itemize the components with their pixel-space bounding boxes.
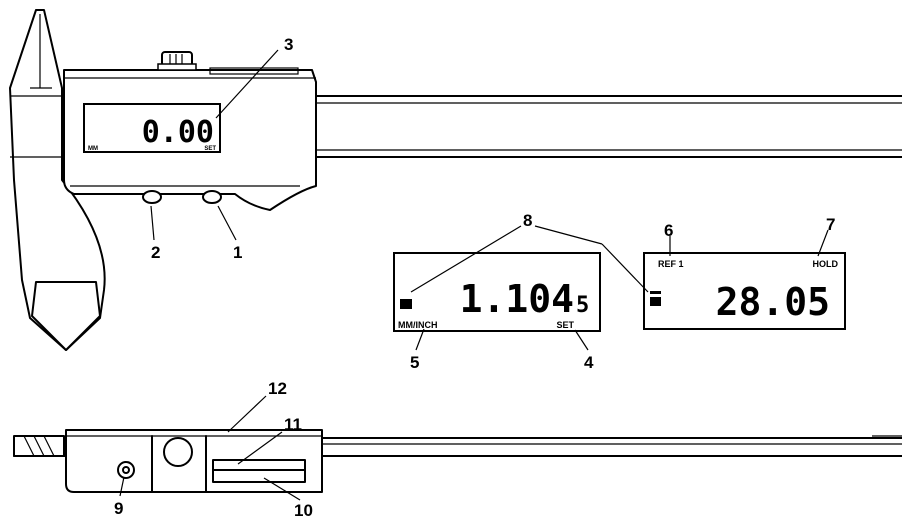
leader-lines [119, 49, 829, 501]
lcd-display-mm: 28.05 REF 1 HOLD [643, 252, 846, 330]
fixed-jaw [9, 9, 106, 351]
callout-labels: 3 2 1 8 6 7 5 4 12 11 9 10 [114, 35, 835, 520]
main-lcd-label-right: SET [204, 146, 216, 152]
callout-6: 6 [664, 221, 673, 240]
callout-3: 3 [284, 35, 293, 54]
mm-label-ref: REF 1 [658, 259, 684, 269]
jaw-tip [31, 281, 101, 351]
button-1 [202, 190, 222, 204]
caliper-beam [299, 95, 902, 158]
callout-7: 7 [826, 215, 835, 234]
mm-reading: 28.05 [716, 280, 830, 324]
callout-12: 12 [268, 379, 287, 398]
callout-10: 10 [294, 501, 313, 520]
mm-label-hold: HOLD [813, 259, 839, 269]
inch-reading-suffix: 5 [576, 293, 589, 318]
callout-1: 1 [233, 243, 242, 262]
caliper-front-view: 0.00 MM SET [9, 9, 902, 351]
lcd-display-inch: 1.104 5 MM/INCH SET [393, 252, 601, 332]
callout-11: 11 [284, 415, 302, 434]
battery-compartment [212, 459, 306, 471]
inch-label-set: SET [556, 320, 574, 330]
inch-label-mm-inch: MM/INCH [398, 320, 438, 330]
callout-4: 4 [584, 353, 594, 372]
main-lcd-display: 0.00 MM SET [83, 103, 221, 153]
callout-9: 9 [114, 499, 123, 518]
caliper-side-view [13, 429, 902, 493]
callout-2: 2 [151, 243, 160, 262]
button-2 [142, 190, 162, 204]
battery-icon [400, 299, 412, 309]
callout-5: 5 [410, 353, 419, 372]
main-lcd-reading: 0.00 [142, 115, 214, 150]
inch-reading: 1.104 [460, 277, 574, 321]
thumb-wheel [157, 51, 197, 71]
battery-icon [650, 291, 661, 306]
main-lcd-label-left: MM [88, 146, 98, 152]
callout-8: 8 [523, 211, 532, 230]
side-knob [163, 437, 193, 467]
